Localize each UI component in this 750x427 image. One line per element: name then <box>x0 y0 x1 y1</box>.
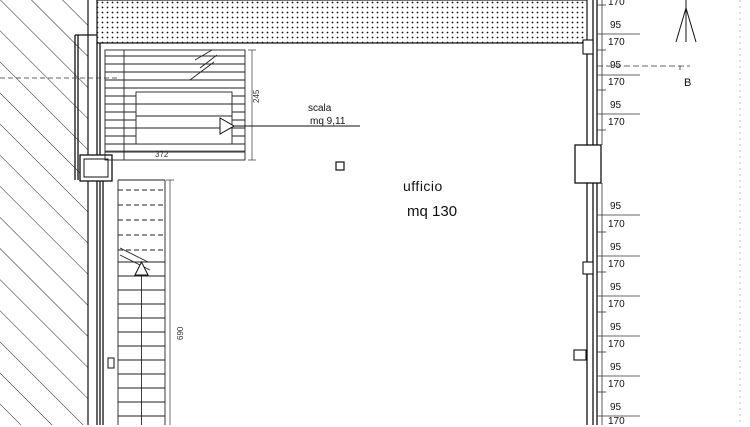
facade-pillar <box>574 144 602 184</box>
facade-dim-label: 170 <box>608 416 625 427</box>
dimension-stair-height: 245 <box>252 89 261 103</box>
stair-room-name: scala <box>308 103 332 114</box>
stair-room-area: mq 9,11 <box>310 116 346 127</box>
facade-dim-label: 170 <box>608 37 625 48</box>
stair-direction-arrow <box>219 117 236 135</box>
facade-dim-label: 95 <box>610 201 622 212</box>
upper-staircase <box>104 49 246 161</box>
facade-dim-label: 170 <box>608 0 625 8</box>
dotted-slab <box>96 0 588 44</box>
dimension-corridor-length: 690 <box>176 326 185 340</box>
facade-dim-label: 95 <box>610 362 622 373</box>
facade-dim-label: 170 <box>608 117 625 128</box>
facade-dim-label: 95 <box>610 282 622 293</box>
facade-dim-label: 95 <box>610 60 622 71</box>
facade-dim-label: 95 <box>610 100 622 111</box>
hatched-wall-area <box>0 0 88 425</box>
facade-dim-label: 95 <box>610 20 622 31</box>
walls <box>74 0 598 425</box>
facade-dimension-chain <box>597 0 640 425</box>
facade-dim-label: 170 <box>608 77 625 88</box>
office-room-name: ufficio <box>403 178 443 194</box>
facade-dim-label: 95 <box>610 242 622 253</box>
small-pillar <box>335 161 345 171</box>
facade-dim-label: 170 <box>608 379 625 390</box>
facade-dim-label: 95 <box>610 322 622 333</box>
facade-dim-label: 95 <box>610 402 622 413</box>
dimension-stair-width: 372 <box>155 150 169 159</box>
section-marker-b: B <box>684 77 692 89</box>
facade-dim-label: 170 <box>608 219 625 230</box>
facade-dim-label: 170 <box>608 259 625 270</box>
facade-dim-label: 170 <box>608 339 625 350</box>
facade-dim-label: 170 <box>608 299 625 310</box>
office-room-area: mq 130 <box>407 203 458 220</box>
